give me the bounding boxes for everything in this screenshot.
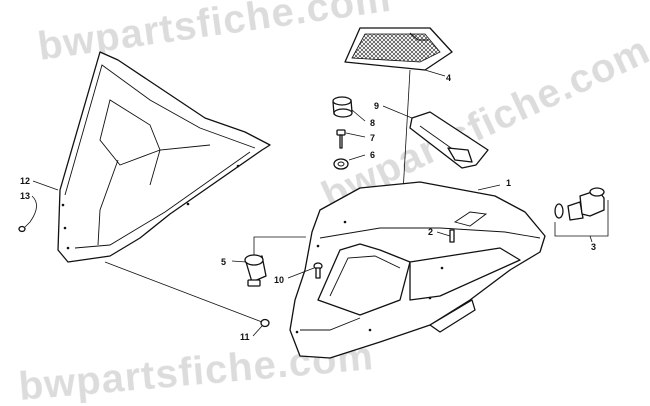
watermark-text-top: bwpartsfiche.com [35, 0, 394, 69]
bulb-assembly [554, 187, 609, 243]
callout-2: 2 [428, 227, 433, 237]
callout-12: 12 [20, 176, 30, 186]
callout-6: 6 [370, 150, 375, 160]
windshield-nut [252, 318, 270, 337]
callout-9: 9 [374, 101, 379, 111]
leader-12 [32, 180, 59, 191]
grommet-nut [333, 154, 366, 170]
leader-windshield-to-11 [104, 261, 263, 323]
callout-labels: 1 2 3 4 5 6 7 8 9 10 11 12 13 [20, 73, 596, 342]
hood-bolt [436, 211, 488, 243]
callout-7: 7 [370, 133, 375, 143]
callout-13: 13 [20, 191, 30, 201]
callout-3: 3 [591, 242, 596, 252]
windshield [57, 51, 271, 263]
callout-10: 10 [274, 275, 284, 285]
hood-fastener [287, 262, 323, 279]
callout-1: 1 [506, 178, 511, 188]
leader-13 [24, 195, 37, 228]
callout-8: 8 [370, 118, 375, 128]
instrument-module [382, 105, 489, 169]
callout-4: 4 [446, 73, 451, 83]
callout-11: 11 [240, 332, 250, 342]
mesh-grille [344, 27, 453, 77]
connector [231, 236, 306, 287]
gauge-cap [332, 96, 366, 122]
hood [289, 181, 546, 359]
fastener-screw [336, 129, 366, 149]
callout-5: 5 [221, 257, 226, 267]
windshield-screw [18, 225, 26, 233]
